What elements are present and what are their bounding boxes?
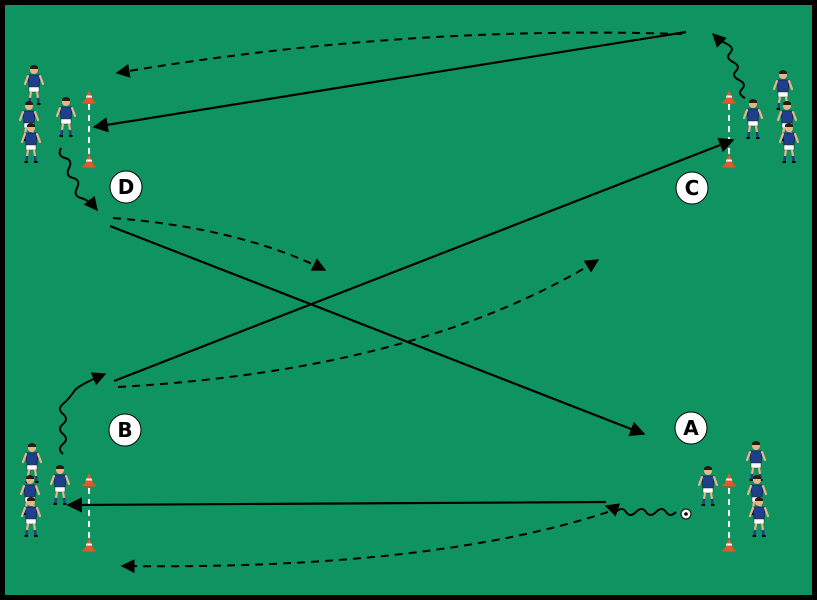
- pass-arrow: [66, 497, 607, 513]
- dribble-arrow: [604, 503, 677, 517]
- station-label-text: B: [117, 418, 132, 442]
- ball-icon: [680, 508, 692, 520]
- run-arrow: [120, 511, 609, 574]
- dribble-arrow: [58, 147, 98, 212]
- station-label-c: C: [675, 171, 709, 205]
- run-arrows: [112, 31, 683, 574]
- station-label-text: A: [683, 416, 699, 440]
- pass-arrows: [66, 30, 735, 513]
- dribble-arrows: [58, 33, 746, 517]
- gate-lines: [88, 104, 730, 540]
- pitch: [5, 5, 812, 595]
- station-label-text: D: [118, 175, 135, 199]
- station-label-b: B: [108, 413, 142, 447]
- run-arrow: [115, 31, 683, 78]
- dribble-arrow: [59, 372, 107, 455]
- run-arrow: [112, 217, 327, 271]
- station-label-text: C: [685, 176, 700, 200]
- pass-arrow: [109, 224, 646, 437]
- dribble-arrow: [712, 33, 746, 99]
- station-label-d: D: [109, 170, 143, 204]
- station-label-a: A: [674, 411, 708, 445]
- pass-arrow: [113, 137, 735, 383]
- pass-arrow: [92, 30, 687, 133]
